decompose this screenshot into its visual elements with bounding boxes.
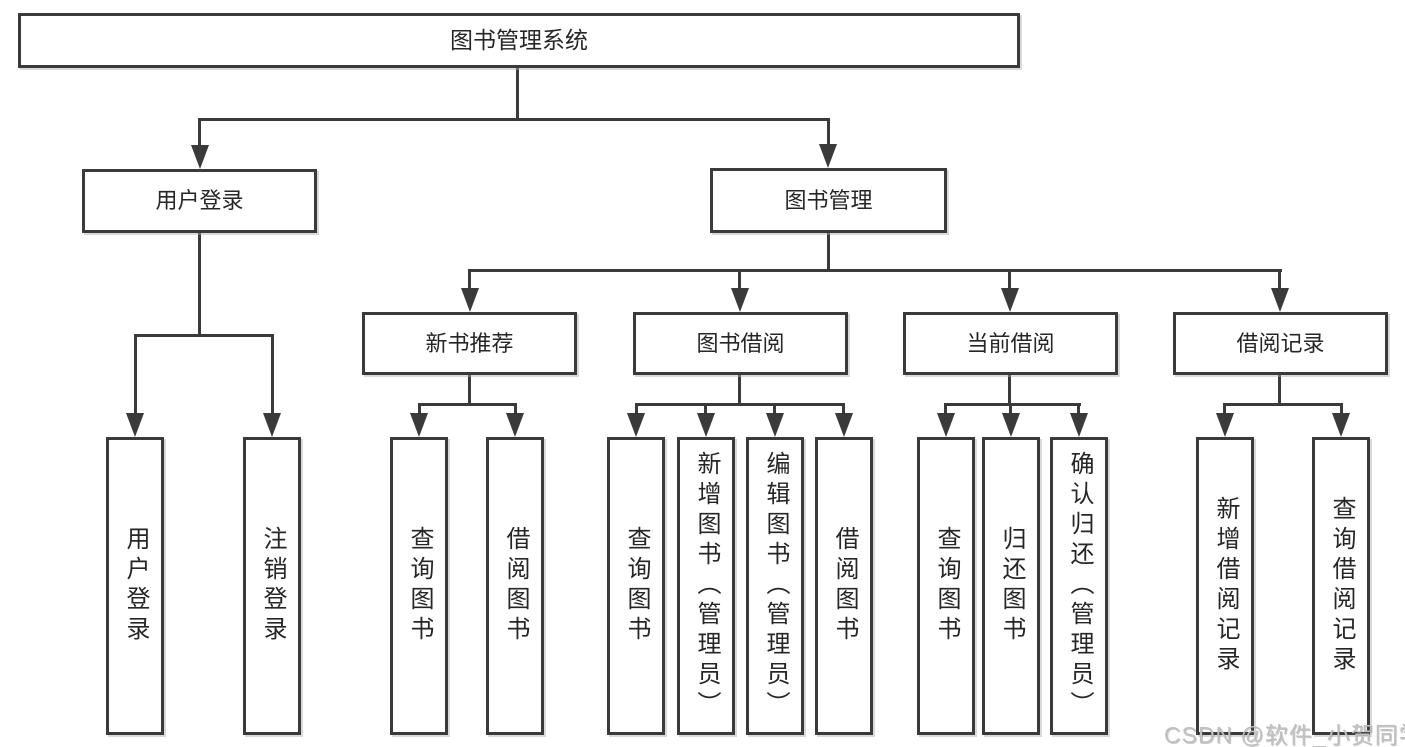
connector-line [1008,374,1011,405]
arrow-down-icon [697,413,715,437]
connector-line [198,232,201,336]
connector-line [1223,403,1343,406]
leaf-confirm-return-admin: 确认归还（管理员） [1050,437,1108,735]
connector-line [468,374,471,405]
connector-line [944,403,947,415]
connector-line [418,403,421,415]
arrow-down-icon [627,413,645,437]
connector-line [773,403,776,415]
node-user-login: 用户登录 [82,169,317,233]
arrow-down-icon [937,413,955,437]
connector-line [198,118,201,147]
connector-line [198,118,830,121]
connector-line [271,334,274,415]
connector-line [704,403,707,415]
arrow-down-icon [126,413,144,437]
leaf-edit-books-admin: 编辑图书（管理员） [746,437,804,735]
arrow-down-icon [1001,288,1019,312]
arrow-down-icon [263,413,281,437]
leaf-query-books: 查询图书 [607,437,665,735]
connector-line [635,403,845,406]
arrow-down-icon [1332,413,1350,437]
connector-line [842,403,845,415]
connector-line [1223,403,1226,415]
leaf-borrow-books: 借阅图书 [486,437,544,735]
leaf-return-books: 归还图书 [982,437,1040,735]
connector-line [738,374,741,405]
connector-line [827,232,830,271]
leaf-query-books: 查询图书 [917,437,975,735]
leaf-logout: 注销登录 [243,437,301,735]
leaf-add-borrow-record: 新增借阅记录 [1196,437,1254,735]
leaf-borrow-books: 借阅图书 [815,437,873,735]
connector-line [1077,403,1080,415]
node-book-management: 图书管理 [710,168,947,233]
arrow-down-icon [191,145,209,169]
arrow-down-icon [506,413,524,437]
connector-line [1278,269,1281,290]
connector-line [134,334,137,415]
arrow-down-icon [1002,413,1020,437]
connector-line [134,334,274,337]
leaf-query-books: 查询图书 [390,437,448,735]
connector-line [468,269,1282,272]
connector-line [944,403,1081,406]
connector-line [827,118,830,146]
connector-line [738,269,741,290]
node-current-borrowing: 当前借阅 [903,312,1118,375]
node-borrowing-records: 借阅记录 [1173,312,1388,375]
connector-line [468,269,471,290]
arrow-down-icon [819,144,837,168]
connector-line [1008,269,1011,290]
node-new-book-recommend: 新书推荐 [362,312,577,375]
arrow-down-icon [410,413,428,437]
arrow-down-icon [1070,413,1088,437]
arrow-down-icon [731,288,749,312]
connector-line [1278,374,1281,405]
arrow-down-icon [1216,413,1234,437]
connector-line [514,403,517,415]
leaf-query-borrow-record: 查询借阅记录 [1312,437,1370,735]
arrow-down-icon [766,413,784,437]
leaf-add-books-admin: 新增图书（管理员） [677,437,735,735]
connector-line [1009,403,1012,415]
connector-line [1340,403,1343,415]
node-library-management-system: 图书管理系统 [18,13,1020,68]
arrow-down-icon [835,413,853,437]
arrow-down-icon [1271,288,1289,312]
connector-line [418,403,517,406]
leaf-user-login: 用户登录 [106,437,164,735]
arrow-down-icon [461,288,479,312]
watermark: CSDN @软件_小贺同学 [1164,722,1405,747]
node-book-borrowing: 图书借阅 [633,312,848,375]
connector-line [516,66,519,120]
connector-line [635,403,638,415]
